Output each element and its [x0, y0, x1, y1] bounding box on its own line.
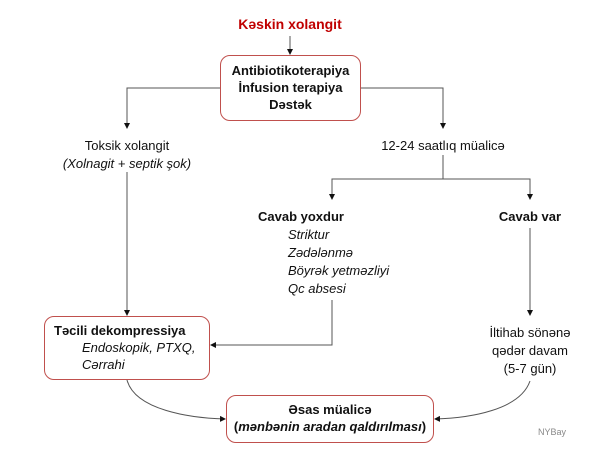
main-box-paren-close: ) — [421, 419, 427, 434]
arrow-no-response-to-urgent — [210, 300, 333, 348]
response-outcome-line: İltihab sönənə — [489, 325, 571, 340]
toxic-cholangitis-sublabel: (Xolnagit + septik şok) — [62, 156, 192, 171]
treatment-12-24h-label: 12-24 saatlıq müalicə — [381, 138, 505, 153]
top-box-line: İnfusion terapiya — [238, 80, 343, 95]
arrow-to-12-24 — [361, 87, 446, 129]
main-treatment-box: Əsas müalicə (mənbənin aradan qaldırılma… — [226, 395, 434, 443]
initial-treatment-box: Antibiotikoterapiya İnfusion terapiya Də… — [220, 55, 361, 121]
main-box-label: Əsas müalicə — [288, 402, 372, 417]
split-lines — [329, 155, 444, 200]
urgent-decompression-box: Təcili dekompressiya Endoskopik, PTXQ, C… — [44, 316, 210, 380]
no-response-item: Striktur — [288, 227, 330, 242]
watermark: NYBay — [538, 427, 567, 437]
curve-urgent-to-main — [126, 379, 226, 422]
urgent-box-item: Cərrahi — [82, 357, 125, 372]
no-response-label: Cavab yoxdur — [258, 209, 344, 224]
top-box-line: Antibiotikoterapiya — [231, 63, 350, 78]
urgent-box-item: Endoskopik, PTXQ, — [82, 340, 196, 355]
main-box-sub: mənbənin aradan qaldırılması — [238, 419, 422, 434]
top-box-line: Dəstək — [269, 97, 312, 112]
no-response-item: Qc absesi — [288, 281, 346, 296]
diagram-title: Kəskin xolangit — [238, 16, 342, 32]
response-label: Cavab var — [498, 209, 562, 224]
no-response-item: Böyrək yetməzliyi — [288, 263, 390, 278]
response-outcome-line: (5-7 gün) — [503, 361, 557, 376]
urgent-box-label: Təcili dekompressiya — [54, 323, 186, 338]
toxic-cholangitis-label: Toksik xolangit — [84, 138, 170, 153]
arrow-to-toksik — [124, 87, 220, 129]
no-response-item: Zədələnmə — [288, 245, 354, 260]
response-outcome-line: qədər davam — [492, 343, 568, 358]
curve-response-to-main — [434, 380, 531, 422]
split-right — [443, 178, 533, 200]
main-box-paren-open: ( — [233, 419, 239, 434]
